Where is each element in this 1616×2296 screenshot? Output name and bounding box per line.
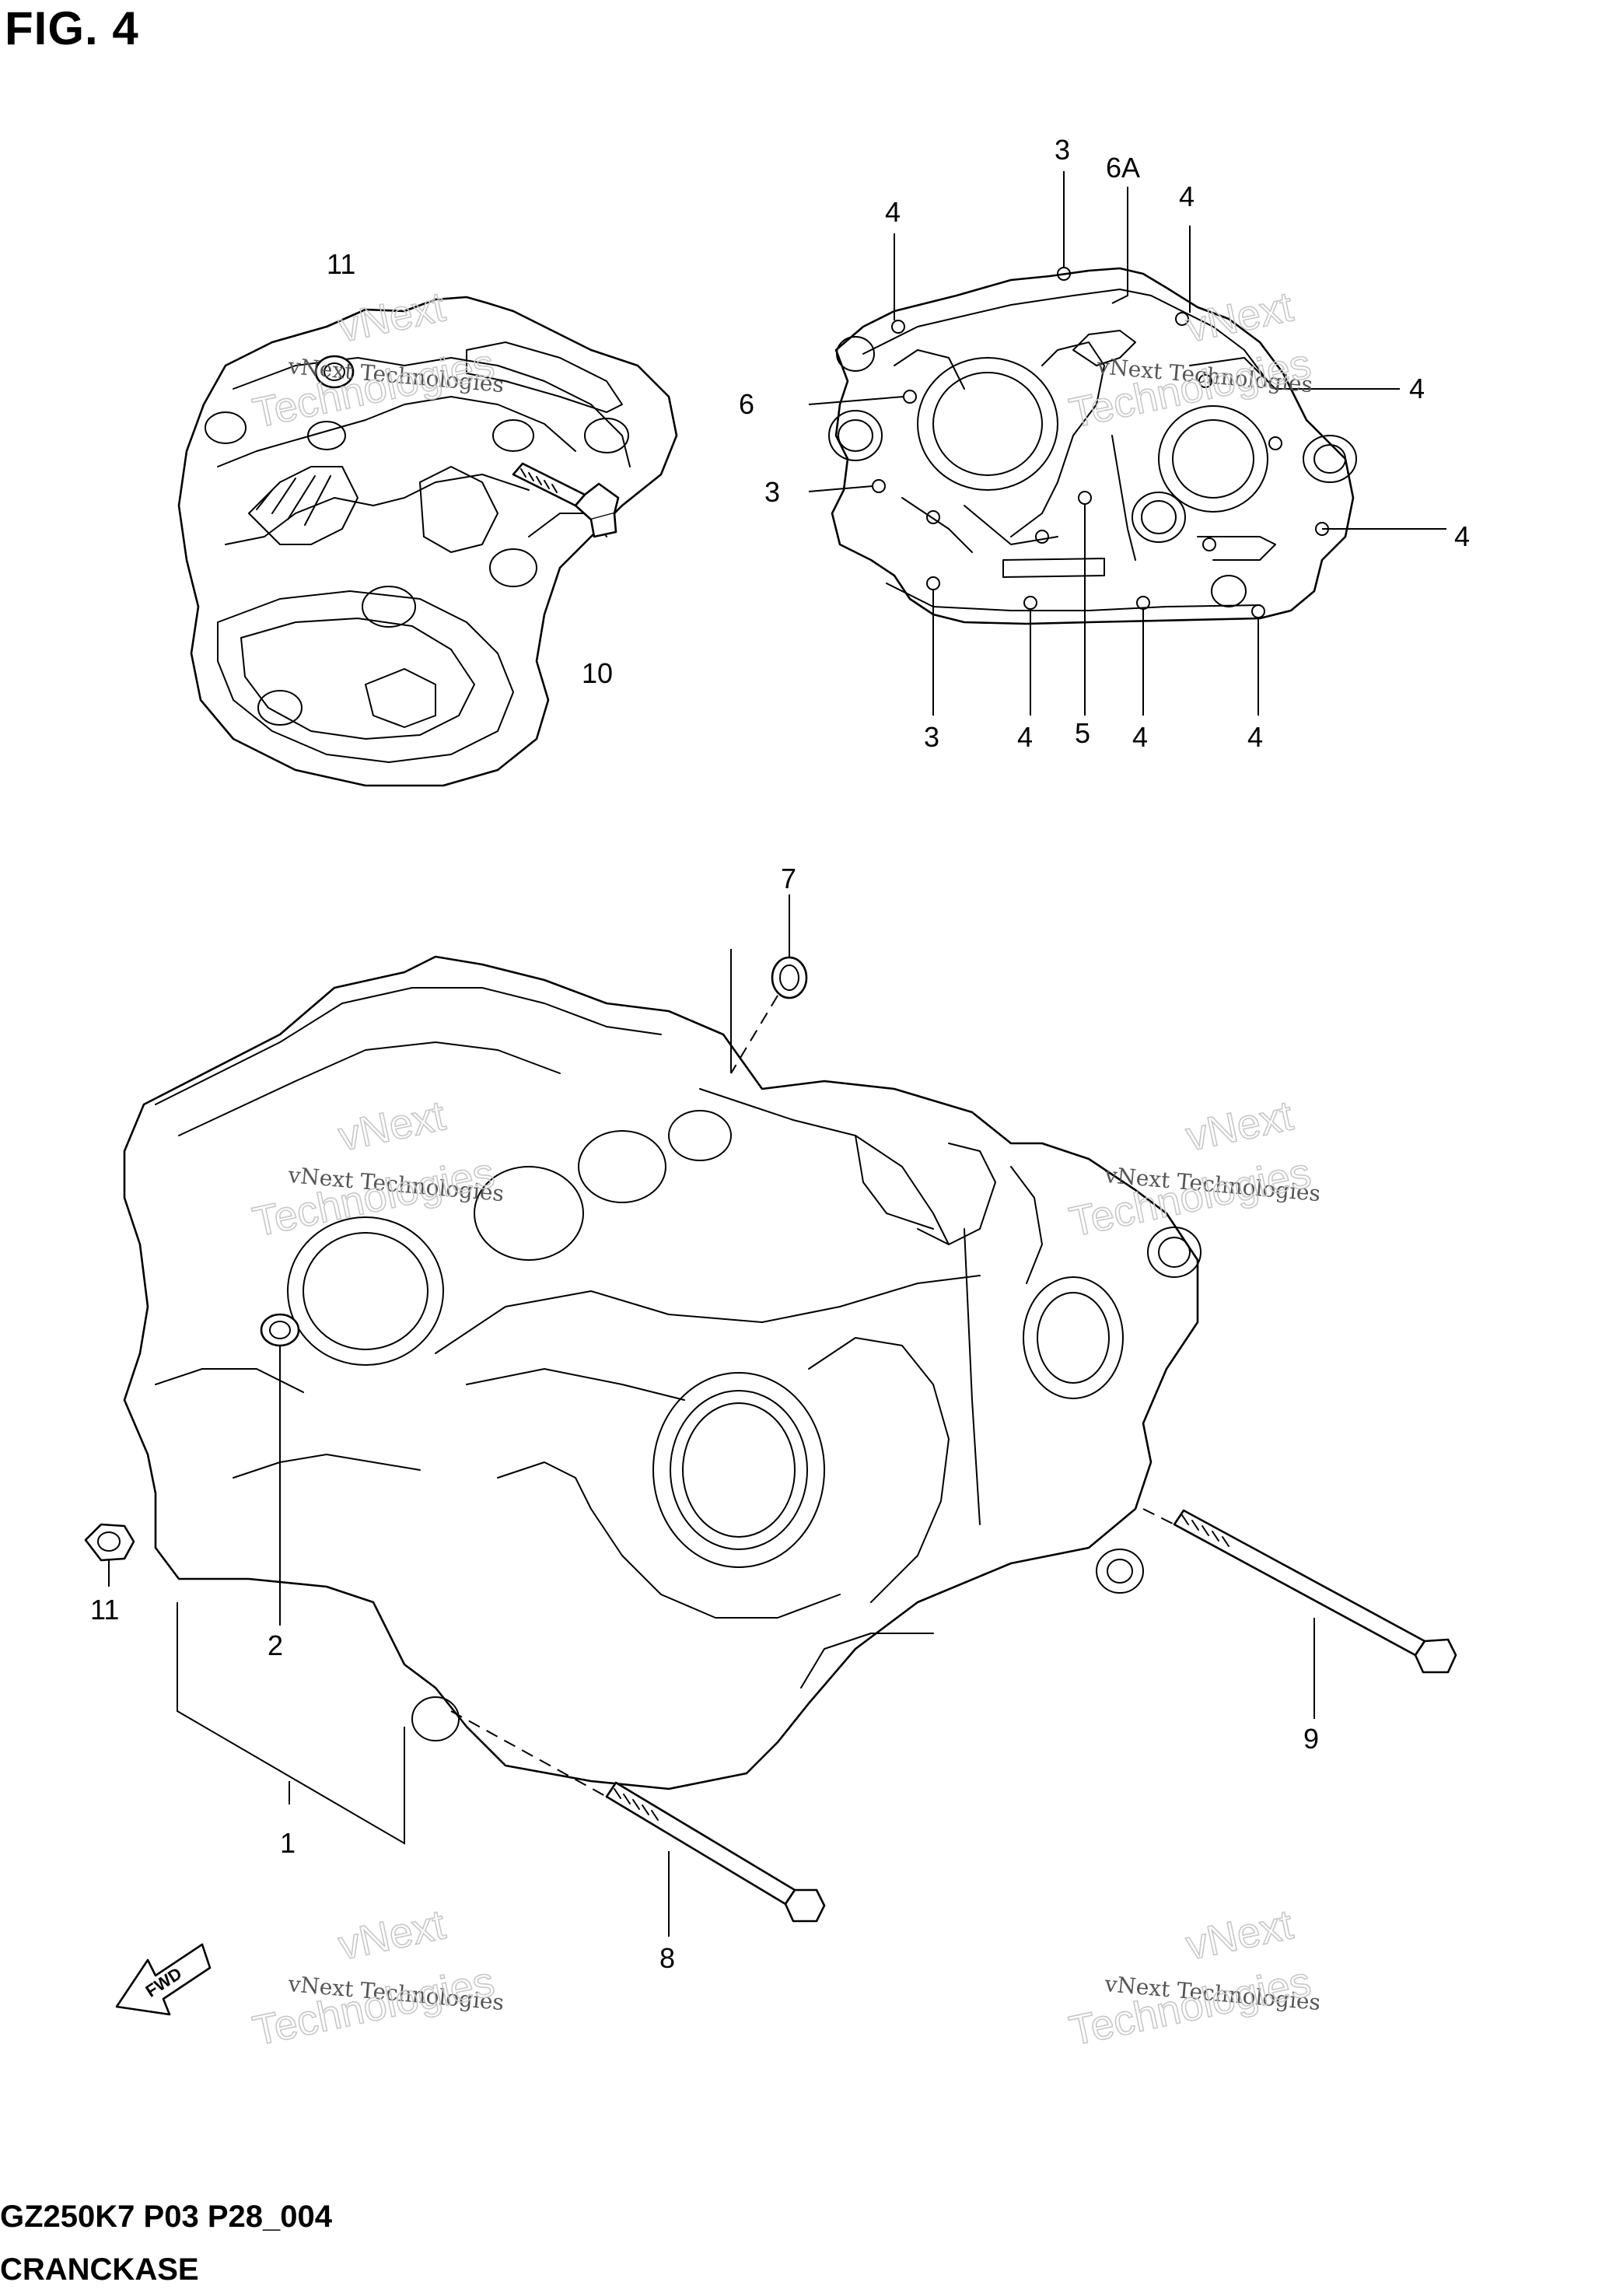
crankcase-rear-view [177,296,678,787]
leader-lines-top-right [808,171,1446,716]
bolt-9 [1173,1509,1457,1674]
callout-4-right-upper: 4 [1409,373,1425,404]
callout-1: 1 [280,1827,296,1859]
bolt-8 [605,1781,826,1923]
callout-11-bottom: 11 [90,1594,119,1626]
o-ring-7 [771,956,808,999]
dowel-11-bottom [84,1523,135,1562]
forward-direction-arrow: FWD [115,1943,212,2016]
model-code: GZ250K7 P03 P28_004 [0,2200,332,2234]
figure-title: FIG. 4 [5,2,139,54]
callout-4-bottom-3: 4 [1247,721,1263,753]
callout-3-top: 3 [1055,134,1070,166]
callout-8: 8 [659,1942,675,1974]
dowel-11-top [314,355,355,389]
callout-10: 10 [582,657,613,689]
svg-text:Technologies: Technologies [1065,1958,1315,2055]
svg-text:vNext: vNext [1182,283,1297,351]
callout-7: 7 [781,863,796,894]
svg-text:vNext: vNext [1182,1901,1297,1969]
crankcase-assembly [84,894,1457,1937]
callout-4-top-left: 4 [885,196,901,228]
dowel-2 [260,1313,300,1347]
svg-text:Technologies: Technologies [249,1958,498,2055]
callout-3-left: 3 [764,476,780,508]
callout-4-top-right: 4 [1179,180,1195,212]
leader-lines-bottom [108,894,1315,1937]
svg-text:vNext: vNext [334,1901,449,1969]
bolt-10 [512,462,620,538]
callout-5: 5 [1075,717,1090,749]
watermark-6: vNext vNext Technologies Technologies [1065,1901,1321,2056]
callout-4-bottom-2: 4 [1132,721,1148,753]
section-name: CRANCKASE [0,2252,199,2287]
svg-text:vNext: vNext [1182,1092,1297,1160]
watermark-5: vNext vNext Technologies Technologies [248,1901,505,2056]
callout-9: 9 [1303,1723,1319,1755]
callout-2: 2 [268,1629,283,1661]
svg-text:Technologies: Technologies [1065,1150,1315,1246]
callout-3-bottom: 3 [924,721,939,753]
callout-4-right-lower: 4 [1454,520,1470,552]
crankcase-bolt-layout-view [808,171,1446,716]
callout-11-top: 11 [327,248,355,280]
callout-4-bottom-1: 4 [1017,721,1033,753]
callout-labels: 3 6A 4 4 4 4 6 3 3 4 5 4 4 11 10 7 11 2 … [90,134,1470,1974]
callout-6: 6 [739,388,754,420]
callout-6a: 6A [1106,152,1140,184]
